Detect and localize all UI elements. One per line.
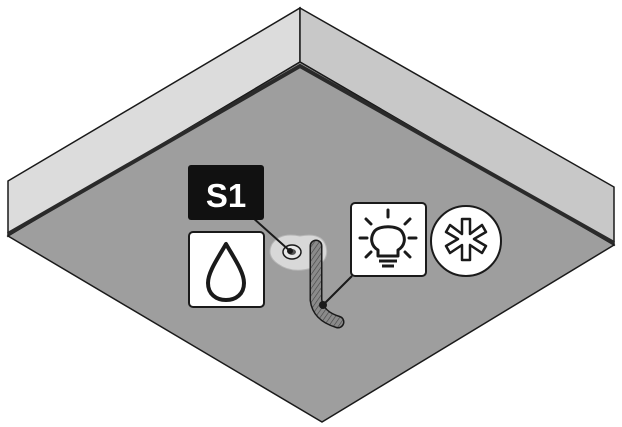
s1-label: S1 bbox=[188, 165, 264, 220]
bulb-leader-line bbox=[322, 275, 353, 306]
s1-label-text: S1 bbox=[206, 177, 246, 214]
light-bulb-icon bbox=[350, 202, 427, 277]
s1-leader-line bbox=[251, 216, 291, 252]
wall-base-line bbox=[7, 63, 615, 245]
s1-leader-dot bbox=[287, 248, 293, 254]
leader-lines bbox=[251, 216, 353, 309]
room bbox=[6, 6, 616, 423]
water-drop-icon bbox=[188, 231, 265, 308]
snowflake-icon bbox=[430, 205, 502, 277]
bulb-leader-dot bbox=[319, 301, 327, 309]
hose bbox=[309, 239, 345, 329]
